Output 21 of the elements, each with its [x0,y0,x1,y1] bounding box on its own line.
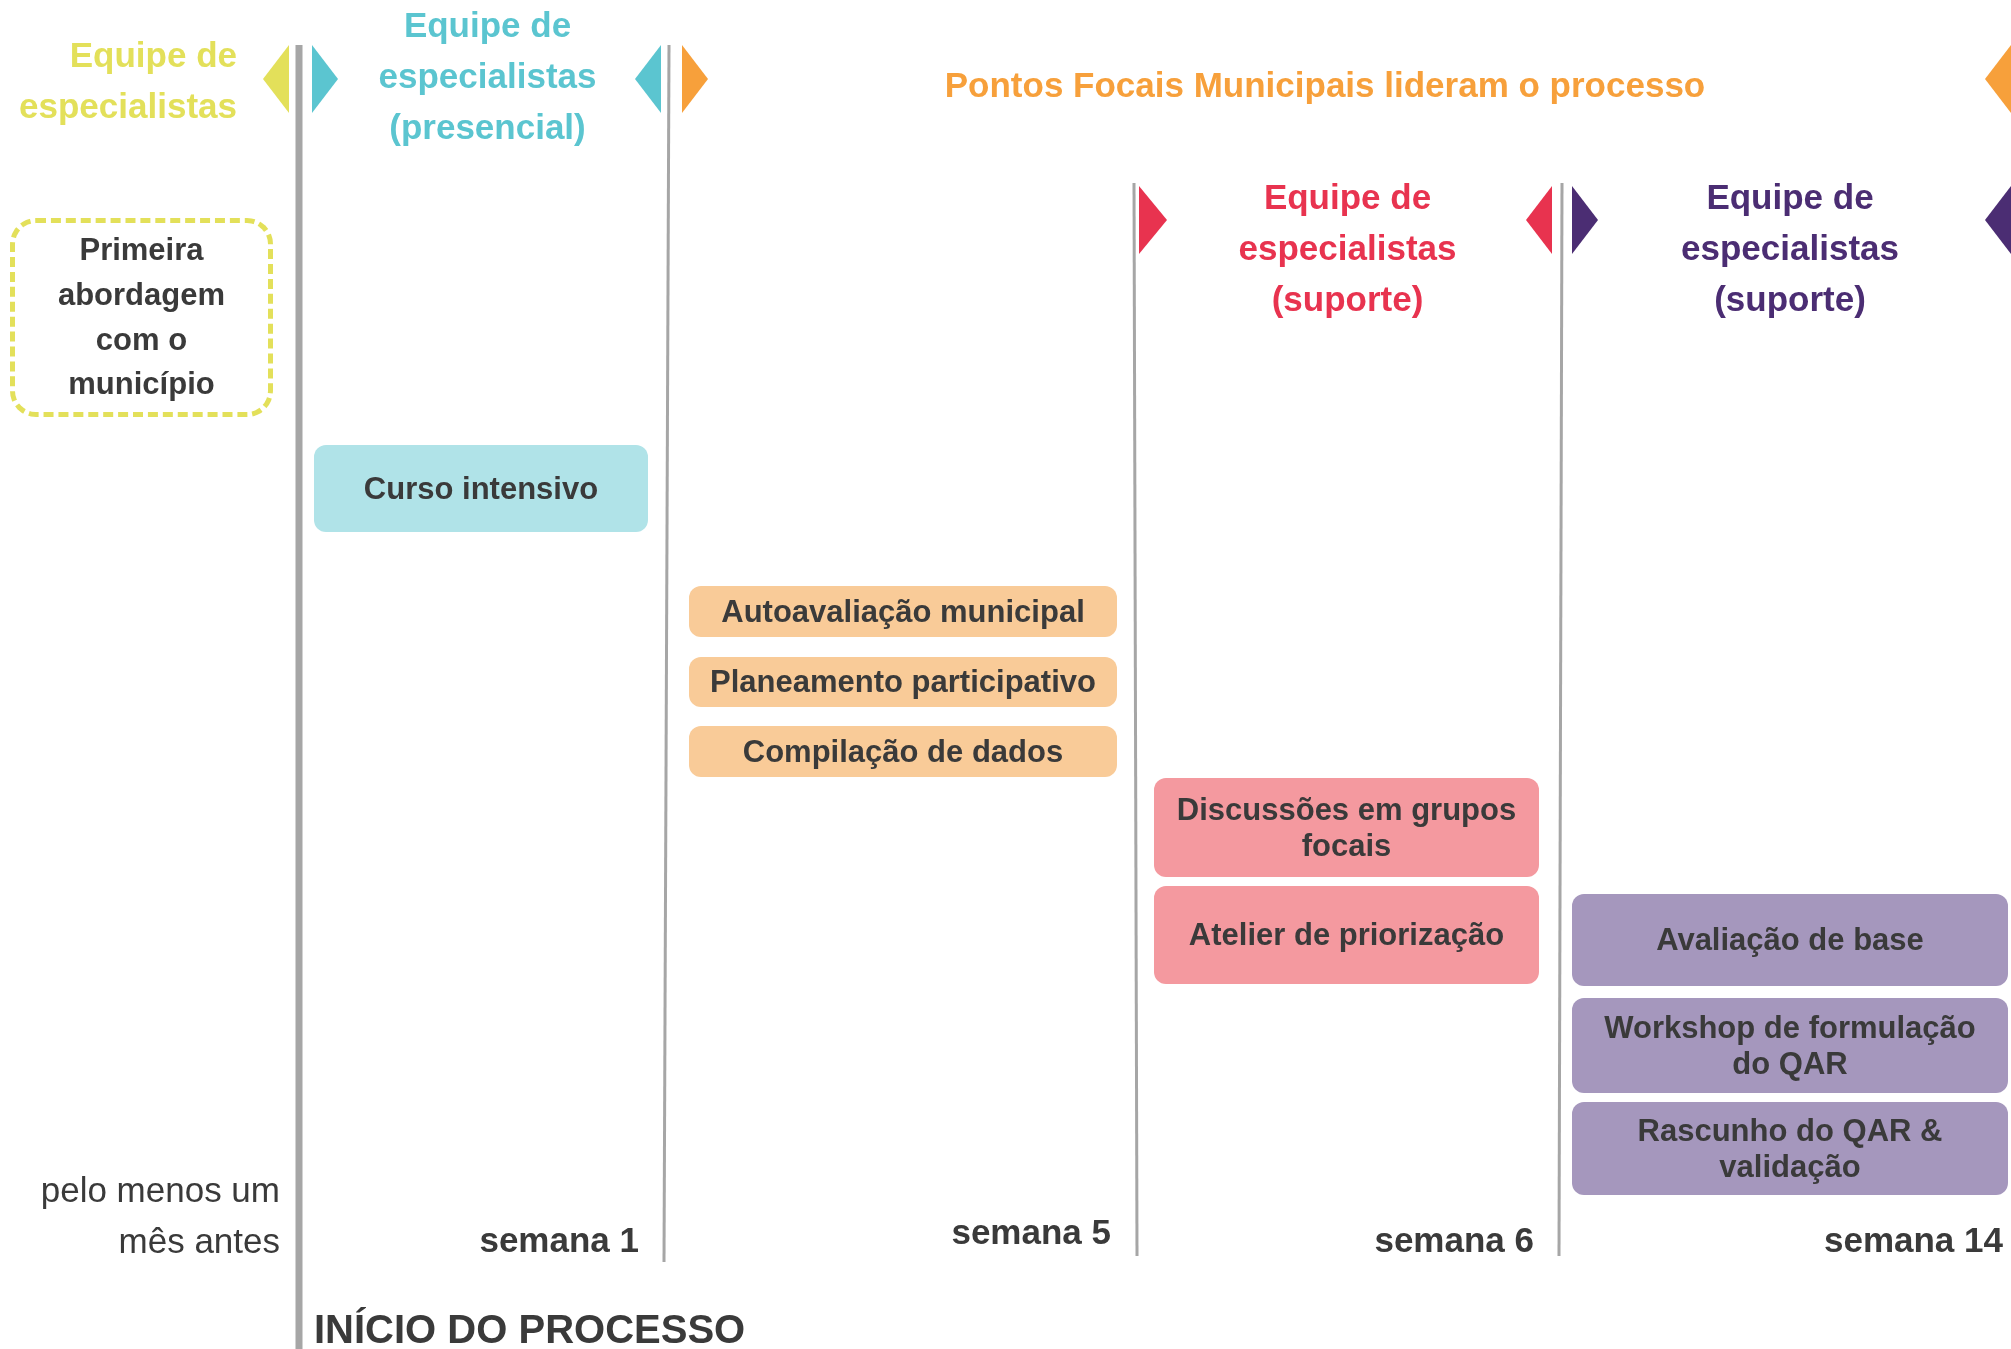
time-label: semana 5 [950,1211,1111,1253]
activity-box: Curso intensivo [314,445,648,532]
activity-box: Discussões em grupos focais [1154,778,1539,877]
activity-box: Autoavaliação municipal [689,586,1117,637]
phase-heading: Equipe de especialistas (suporte) [1680,176,1900,320]
time-label: semana 14 [1822,1219,2003,1261]
time-label: pelo menos um mês antes [39,1169,280,1262]
activity-box: Workshop de formulação do QAR [1572,998,2008,1093]
time-label: semana 1 [478,1219,639,1261]
phase-heading: Equipe de especialistas (presencial) [377,4,598,148]
activity-box: Rascunho do QAR & validação [1572,1102,2008,1195]
activity-box: Compilação de dados [689,726,1117,777]
activity-box: Avaliação de base [1572,894,2008,986]
phase-heading: Equipe de especialistas (suporte) [1237,176,1458,320]
activity-box: Atelier de priorização [1154,886,1539,984]
timeline-title: INÍCIO DO PROCESSO [314,1306,747,1349]
activity-box: Planeamento participativo [689,657,1117,707]
phase-heading: Pontos Focais Municipais lideram o processo [943,64,1707,106]
time-label: semana 6 [1373,1219,1534,1261]
dashed-box: Primeira abordagem com o município [10,218,273,417]
phase-heading: Equipe de especialistas [18,34,237,127]
